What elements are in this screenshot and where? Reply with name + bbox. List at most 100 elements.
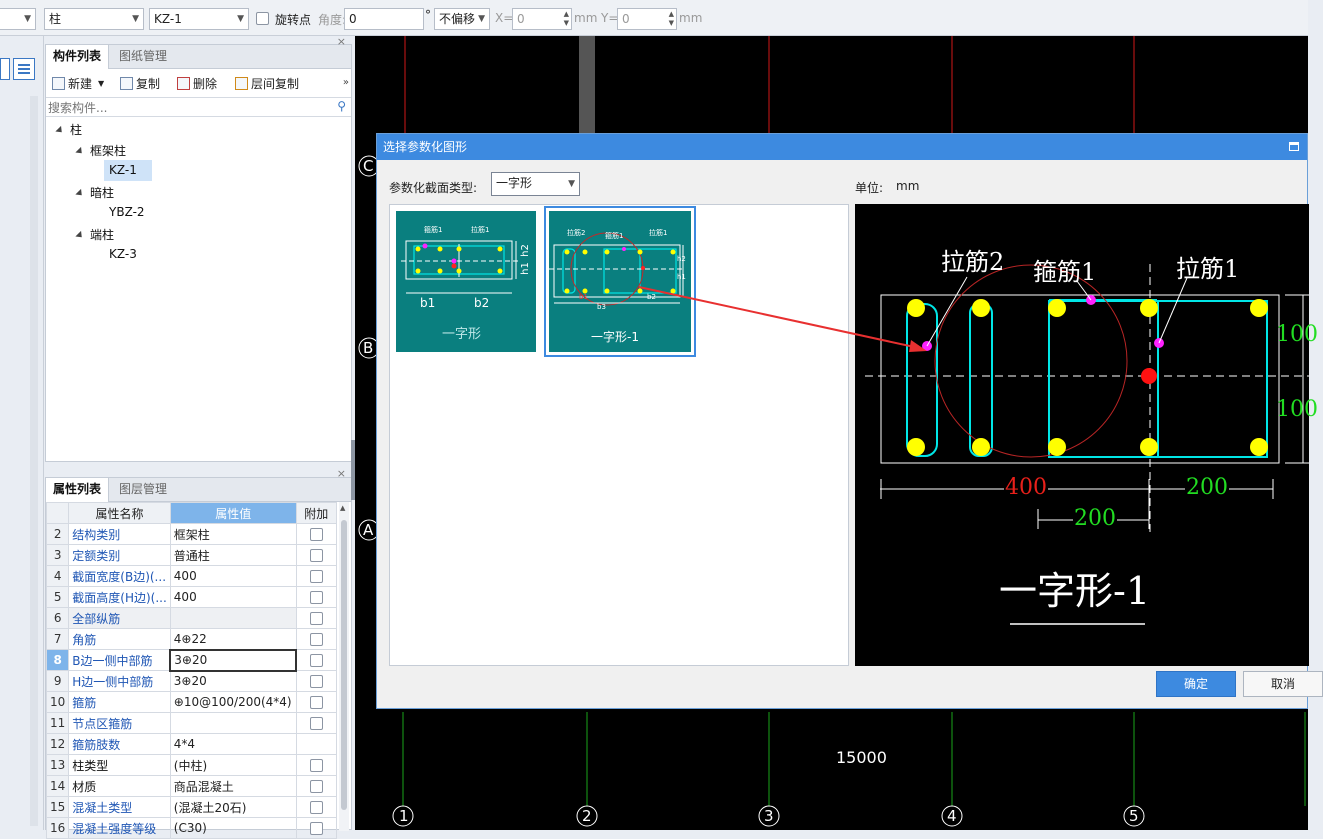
property-value[interactable]: 400	[169, 586, 297, 608]
extra-checkbox[interactable]	[309, 591, 323, 604]
expand-icon[interactable]	[75, 146, 85, 157]
property-value[interactable]: ⊕10@100/200(4*4)	[169, 691, 297, 713]
list-view-icon[interactable]	[13, 58, 35, 80]
property-value[interactable]: 商品混凝土	[169, 775, 297, 797]
maximize-icon[interactable]	[1289, 142, 1299, 151]
new-button[interactable]: 新建▼	[52, 75, 104, 92]
more-icon[interactable]: »	[342, 77, 349, 88]
spinner-icon[interactable]: ▲▼	[668, 10, 674, 27]
spinner-icon[interactable]: ▲▼	[563, 10, 569, 27]
tree-node-frame-column[interactable]: 框架柱	[75, 142, 126, 159]
extra-checkbox[interactable]	[310, 654, 324, 667]
extra-checkbox[interactable]	[309, 801, 323, 814]
tree-node-column[interactable]: 柱	[55, 121, 82, 138]
cancel-button[interactable]: 取消	[1243, 671, 1323, 697]
extra-checkbox[interactable]	[309, 549, 323, 562]
extra-checkbox[interactable]	[309, 717, 323, 730]
property-value[interactable]: (中柱)	[169, 754, 297, 776]
preview-caption: 一字形-1	[999, 569, 1151, 613]
tree-node-end-column[interactable]: 端柱	[75, 226, 114, 243]
tab-drawing-manage[interactable]: 图纸管理	[119, 49, 168, 63]
thumb-shape-1[interactable]: 箍筋1 拉筋1 b1 b2 h1 h2 一字形	[396, 211, 536, 352]
extra-checkbox[interactable]	[309, 528, 323, 541]
component-search-input[interactable]	[48, 99, 328, 116]
property-value[interactable]	[169, 607, 297, 629]
x-input[interactable]: 0▲▼	[512, 8, 572, 30]
property-value[interactable]: 普通柱	[169, 544, 297, 566]
property-scrollbar[interactable]: ▲	[339, 502, 349, 831]
property-value[interactable]: 3⊕20	[169, 648, 298, 672]
strip-scrollbar[interactable]	[30, 96, 38, 826]
expand-icon[interactable]	[55, 125, 65, 136]
copy-button[interactable]: 复制	[120, 75, 160, 92]
property-value[interactable]: 4⊕22	[169, 628, 297, 650]
property-name: 混凝土类型	[68, 796, 171, 818]
extra-checkbox[interactable]	[309, 570, 323, 583]
extra-checkbox[interactable]	[309, 759, 323, 772]
close-icon[interactable]: ×	[336, 35, 346, 48]
expand-icon[interactable]	[75, 188, 85, 199]
delete-button[interactable]: 删除	[177, 75, 217, 92]
tree-node-hidden-column[interactable]: 暗柱	[75, 184, 114, 201]
rotate-checkbox[interactable]	[256, 12, 269, 25]
extra-checkbox[interactable]	[309, 633, 323, 646]
dimension-label: 15000	[836, 748, 887, 767]
close-icon[interactable]: ×	[336, 467, 346, 480]
floor-copy-button[interactable]: 层间复制	[235, 75, 299, 92]
tab-layer-manage[interactable]: 图层管理	[119, 482, 168, 496]
tree-item-kz3[interactable]: KZ-3	[109, 247, 137, 261]
section-type-combo[interactable]: 一字形▼	[491, 172, 580, 196]
tab-component-list[interactable]: 构件列表	[46, 45, 110, 69]
property-value[interactable]: 4*4	[169, 733, 297, 755]
offset-combo[interactable]: 不偏移▼	[434, 8, 490, 30]
property-value[interactable]: (C30)	[169, 817, 297, 839]
thumb1-b1-label: b1	[420, 296, 436, 310]
property-value[interactable]: 框架柱	[169, 523, 297, 545]
extra-checkbox[interactable]	[309, 612, 323, 625]
component-combo[interactable]: KZ-1▼	[149, 8, 249, 30]
y-input[interactable]: 0▲▼	[617, 8, 677, 30]
property-value[interactable]: (混凝土20石)	[169, 796, 297, 818]
extra-checkbox[interactable]	[309, 780, 323, 793]
angle-input[interactable]: 0	[344, 8, 424, 30]
splitter-handle[interactable]	[351, 440, 356, 500]
thumb-shape-2-selected[interactable]: 拉筋2 箍筋1 拉筋1 b3 b1 b2 h1 h2 一字形-1	[544, 206, 696, 357]
extra-checkbox[interactable]	[309, 675, 323, 688]
toolbar-combo-0[interactable]: ▼	[0, 8, 36, 30]
extra-cell	[295, 670, 337, 692]
section-type-label: 参数化截面类型:	[389, 181, 478, 195]
property-value[interactable]: 400	[169, 565, 297, 587]
property-value[interactable]: 3⊕20	[169, 670, 297, 692]
strip-button-icon[interactable]	[0, 58, 10, 80]
tree-item-kz1[interactable]: KZ-1	[104, 160, 152, 181]
property-value[interactable]	[169, 712, 297, 734]
shape-preview[interactable]: 拉筋2 箍筋1 拉筋1 400 200 200 100 100 一字形-1	[855, 204, 1318, 666]
tab-property-list[interactable]: 属性列表	[46, 478, 110, 502]
scroll-thumb[interactable]	[341, 520, 347, 810]
extra-checkbox[interactable]	[309, 822, 323, 835]
extra-checkbox[interactable]	[309, 696, 323, 709]
component-search-box[interactable]: ⚲	[46, 97, 351, 117]
floor-type-combo[interactable]: 柱▼	[44, 8, 144, 30]
ok-button[interactable]: 确定	[1156, 671, 1236, 697]
tree-item-ybz2[interactable]: YBZ-2	[109, 205, 145, 219]
expand-icon[interactable]	[75, 230, 85, 241]
row-number: 7	[45, 628, 70, 650]
search-icon[interactable]: ⚲	[337, 99, 346, 113]
scroll-up-icon[interactable]: ▲	[340, 504, 346, 512]
